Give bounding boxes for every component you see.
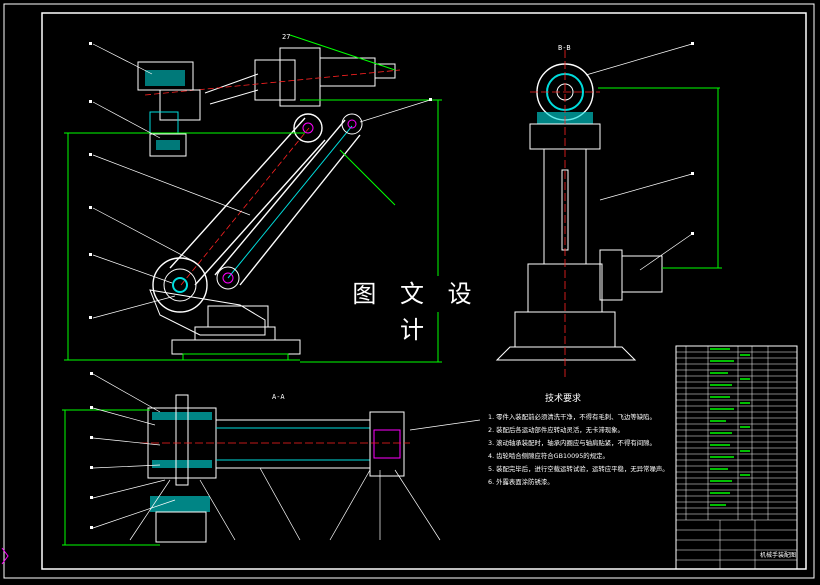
inner-frame: [41, 12, 807, 570]
outer-frame: [3, 3, 815, 579]
leader-lines-left: [92, 43, 431, 319]
requirement-item: 3. 滚动轴承装配时，轴承内圈应与轴肩贴紧，不得有间隙。: [488, 439, 656, 447]
requirement-item: 2. 装配后各运动部件应转动灵活，无卡滞现象。: [488, 426, 624, 434]
requirement-item: 4. 齿轮啮合侧隙应符合GB10095的规定。: [488, 452, 609, 460]
requirement-item: 6. 外露表面涂防锈漆。: [488, 478, 554, 486]
requirements-list: 1. 零件入装配前必须清洗干净，不得有毛刺、飞边等缺陷。 2. 装配后各运动部件…: [488, 411, 674, 489]
section-aa-label: A-A: [272, 393, 285, 401]
requirement-item: 5. 装配完毕后，进行空载运转试验，运转应平稳，无异常噪声。: [488, 465, 669, 473]
arm-side-view: [64, 34, 442, 363]
dimension-label: 27: [282, 33, 291, 41]
section-bb-view: [495, 43, 722, 380]
requirements-title: 技术要求: [545, 394, 582, 404]
watermark-text: 图 文 设 计: [336, 276, 496, 344]
part-number-markers: [89, 42, 694, 529]
corner-mark: [1, 547, 9, 565]
title-block: [675, 345, 798, 570]
section-aa-view: [62, 373, 481, 546]
requirement-item: 1. 零件入装配前必须清洗干净，不得有毛刺、飞边等缺陷。: [488, 413, 656, 421]
title-block-name: 机械手装配图: [760, 552, 797, 559]
section-bb-label: B-B: [558, 44, 571, 52]
